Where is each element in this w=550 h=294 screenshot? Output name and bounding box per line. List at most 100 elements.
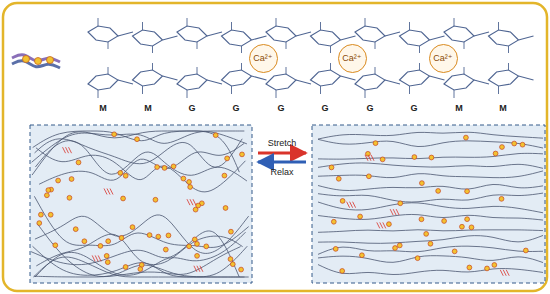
calcium-dot [398, 201, 403, 206]
hydrogen-bond [66, 147, 69, 153]
calcium-dot [104, 253, 109, 258]
hydrogen-bond [347, 202, 350, 208]
sugar-ring [177, 74, 207, 90]
calcium-dot [67, 195, 72, 200]
calcium-ion: Ca²⁺ [338, 44, 367, 73]
polymer-chain [318, 246, 543, 254]
polymer-chain [35, 232, 246, 277]
glycosidic-bond [430, 36, 445, 40]
calcium-dot [419, 181, 424, 186]
substituent [330, 63, 331, 70]
substituent [464, 42, 465, 49]
calcium-dot [213, 133, 218, 138]
substituent [286, 42, 287, 49]
calcium-dot [171, 164, 176, 169]
calcium-dot [23, 56, 30, 63]
sugar-ring [400, 30, 430, 46]
polymer-chain [318, 230, 543, 233]
calcium-dot [512, 141, 517, 146]
calcium-dot [465, 189, 470, 194]
action-label: Stretch [268, 139, 297, 148]
hydrogen-bond [396, 209, 399, 215]
calcium-ion: Ca²⁺ [429, 44, 458, 73]
residue-label: G [232, 104, 239, 113]
substituent [197, 67, 198, 74]
substituent [375, 42, 376, 49]
glycosidic-bond [341, 36, 356, 40]
residue-label: G [188, 104, 195, 113]
calcium-dot [47, 57, 54, 64]
hydrogen-bond [383, 222, 386, 228]
sugar-ring [489, 30, 519, 46]
residue-label: M [99, 104, 107, 113]
polymer-chain [318, 163, 543, 168]
sugar-ring [222, 70, 252, 86]
polymer-chain [39, 143, 244, 184]
substituent [187, 18, 188, 26]
polymer-chain [318, 132, 543, 139]
hydrogen-bond [190, 199, 193, 205]
polymer-chain [318, 153, 543, 159]
calcium-dot [336, 176, 341, 181]
residue-label: G [321, 104, 328, 113]
polymer-chain [37, 224, 240, 277]
substituent [409, 86, 410, 94]
calcium-dot [121, 196, 126, 201]
hydrogen-bond [95, 255, 98, 261]
calcium-dot [333, 246, 338, 251]
residue-label: G [366, 104, 373, 113]
calcium-dot [105, 260, 110, 265]
polymer-chain [318, 214, 543, 220]
calcium-dot [415, 256, 420, 261]
calcium-dot [147, 233, 152, 238]
glycosidic-bond [474, 32, 489, 36]
substituent [152, 63, 153, 70]
calcium-dot [412, 155, 417, 160]
polymer-chain [318, 265, 543, 275]
sugar-ring [177, 26, 207, 42]
hydrogen-bond [194, 266, 197, 272]
glycosidic-bond [118, 80, 133, 84]
sugar-ring [133, 30, 163, 46]
hydrogen-bond [368, 155, 371, 161]
calcium-dot [460, 224, 465, 229]
calcium-ion: Ca²⁺ [249, 44, 278, 73]
calcium-dot [419, 217, 424, 222]
network [31, 131, 543, 277]
substituent [98, 18, 99, 26]
ion-label: Ca²⁺ [253, 54, 272, 63]
hydrogen-bond [107, 189, 110, 195]
sugar-ring [133, 70, 163, 86]
hydrogen-bond [92, 255, 95, 261]
calcium-dot [366, 174, 371, 179]
calcium-dot [123, 173, 128, 178]
calcium-dot [429, 155, 434, 160]
calcium-dot [98, 244, 103, 249]
substituent [98, 90, 99, 98]
calcium-dot [228, 257, 233, 262]
calcium-dot [340, 199, 345, 204]
relax-arrow [258, 161, 306, 164]
polymer-chain [36, 234, 242, 266]
calcium-dot [155, 165, 160, 170]
calcium-dot [464, 135, 469, 140]
calcium-dot [465, 217, 470, 222]
calcium-dot [240, 152, 245, 157]
calcium-dot [106, 239, 111, 244]
substituent [498, 86, 499, 94]
calcium-dot [73, 227, 78, 232]
calcium-dot [469, 225, 474, 230]
glycosidic-bond [385, 32, 400, 36]
glycosidic-bond [163, 36, 178, 40]
substituent [508, 63, 509, 70]
hydrogen-bond [63, 147, 66, 153]
calcium-dot [436, 189, 441, 194]
calcium-dot [37, 221, 42, 226]
calcium-dot [195, 253, 200, 258]
substituent [142, 86, 143, 94]
glycosidic-bond [252, 76, 267, 80]
substituent [454, 18, 455, 26]
calcium-dot [123, 265, 128, 270]
glycosidic-bond [519, 36, 534, 40]
chain-icon [12, 55, 60, 68]
